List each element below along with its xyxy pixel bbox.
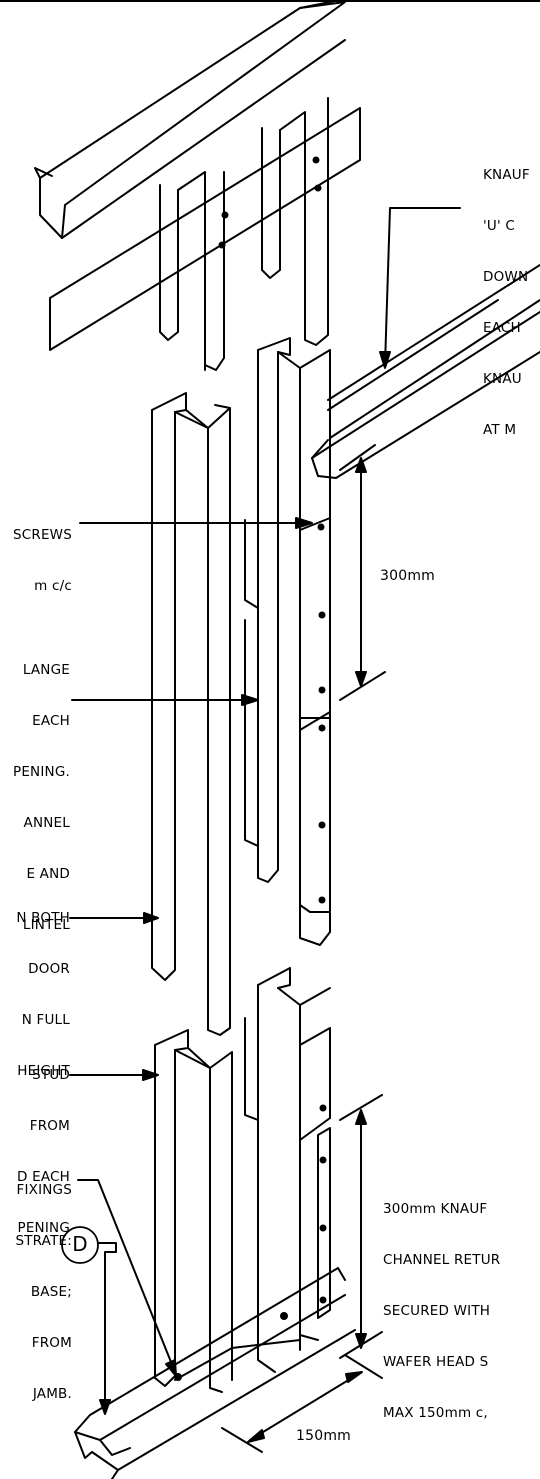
note-screws: SCREWS m c/c [0,493,72,612]
note-line: SCREWS [12,527,72,543]
note-line: MAX 150mm c, [383,1405,488,1421]
floor-fixing [280,1312,288,1320]
note-line: BASE; [30,1284,72,1300]
note-line: D EACH [17,1169,70,1185]
note-both-door: N BOTH DOOR N FULL HEIGHT [0,876,70,1097]
screw [318,896,326,904]
screw [314,184,322,192]
note-line: LANGE [22,662,70,678]
leader-top-right [379,207,461,369]
note-line: DOWN [483,269,529,285]
leader-both-door [69,912,159,924]
note-line: KNAUF [483,167,530,183]
note-line: 300mm KNAUF [383,1201,488,1217]
note-line: DOOR [28,961,70,977]
screw [319,1296,327,1304]
note-line: ' STUD [23,1067,70,1083]
centre-jamb-stud [257,337,331,946]
note-line: N FULL [21,1012,70,1028]
note-line: KNAU [483,371,522,387]
note-line: STRATE: [15,1233,72,1249]
note-line: WAFER HEAD S [383,1354,489,1370]
screw [312,156,320,164]
screw [318,611,326,619]
screw [319,1156,327,1164]
leader-flange [71,694,259,706]
note-line: m c/c [34,578,72,594]
note-line: FROM [29,1118,70,1134]
note-stud: ' STUD FROM D EACH PENING [0,1033,70,1254]
screw [318,821,326,829]
note-line: PENING. [12,764,70,780]
screw [319,1104,327,1112]
screw [318,686,326,694]
note-line: EACH [32,713,70,729]
note-line: SECURED WITH [383,1303,491,1319]
head-track-top [34,0,361,351]
detail-marker-circle [61,1226,99,1264]
screw [218,241,226,249]
note-line: N BOTH [16,910,70,926]
screw [319,1224,327,1232]
note-fixings: FIXINGS STRATE: BASE; FROM JAMB. [0,1148,72,1420]
bottom-centre-stud [244,967,331,1373]
note-line: LINTEL [22,917,70,933]
note-top-right: KNAUF 'U' C DOWN EACH KNAU AT M [483,133,530,456]
note-line: EACH [483,320,521,336]
upper-studs [159,97,329,371]
note-line: CHANNEL RETUR [383,1252,501,1268]
dimension-label-300mm: 300mm [380,568,435,584]
note-line: ANNEL [23,815,70,831]
leader-fixings [77,1179,177,1377]
dimension-150 [221,1354,383,1453]
screw [318,724,326,732]
dimension-300-lower [339,1094,383,1359]
floor-track [74,1267,356,1479]
screw [317,523,325,531]
note-line: JAMB. [32,1386,72,1402]
dimension-label-150mm: 150mm [296,1428,351,1444]
note-line: E AND [26,866,70,882]
note-line: HEIGHT [17,1063,70,1079]
note-line: 'U' C [483,218,516,234]
trim-pieces [244,517,331,913]
note-line: FIXINGS [16,1182,72,1198]
bottom-left-stud [154,1029,233,1393]
detail-marker-letter: D [72,1232,88,1256]
dimension-300-upper [339,444,386,701]
leader-detail-D [97,1242,117,1415]
note-line: FROM [31,1335,72,1351]
note-channel-return: 300mm KNAUF CHANNEL RETUR SECURED WITH W… [383,1167,500,1439]
leader-screws [79,517,313,529]
note-line: PENING [17,1220,70,1236]
leader-stud [69,1069,159,1081]
note-flange: LANGE EACH PENING. ANNEL E AND LINTEL [0,628,70,951]
screw [221,211,229,219]
head-channel-right [311,264,540,479]
left-full-height-stud [151,392,231,1036]
note-line: AT M [483,422,517,438]
